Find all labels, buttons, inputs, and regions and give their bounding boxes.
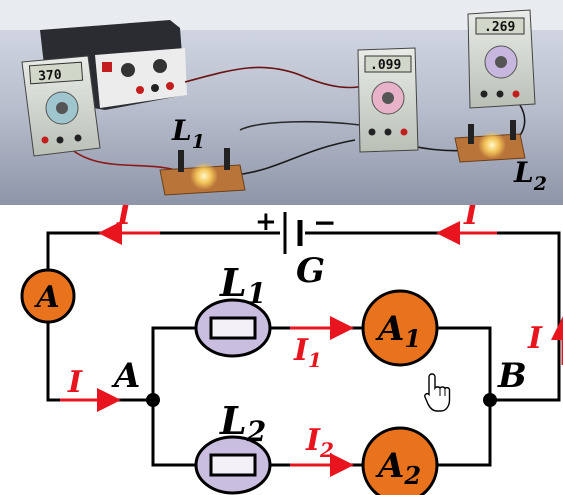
hand-pointer-cursor-icon	[424, 373, 451, 412]
main-current-arrows: I I I I	[60, 205, 563, 412]
svg-text:A1: A1	[375, 309, 421, 353]
battery-source: + − G	[255, 206, 336, 291]
experiment-photo: 370 .099 .269	[0, 0, 563, 205]
current-label-right: I	[527, 321, 543, 356]
current-label-I2: I2	[305, 423, 334, 462]
lamp-board-2	[454, 120, 526, 163]
meter-reading-left: 370	[38, 68, 63, 85]
current-label-top-right: I	[463, 205, 479, 232]
battery-plus-sign: +	[255, 207, 277, 237]
ammeter-A1: A1	[361, 289, 439, 367]
multimeter-left: 370	[21, 55, 101, 157]
source-label-G: G	[296, 251, 325, 291]
battery-minus-sign: −	[313, 206, 336, 239]
multimeter-right: .269	[467, 9, 536, 109]
photo-lamp-label-2: L2	[513, 156, 547, 195]
multimeter-middle: .099	[357, 47, 419, 153]
ammeter-A2: A2	[361, 426, 439, 495]
photo-lamp-label-1: L1	[171, 114, 205, 153]
node-label-B: B	[497, 356, 527, 396]
node-label-A: A	[111, 356, 140, 396]
junction-node-B	[483, 393, 497, 407]
junction-node-A	[146, 393, 160, 407]
lamp-board-1	[159, 148, 246, 196]
lamp-L2	[194, 435, 272, 495]
meter-reading-right: .269	[484, 20, 515, 35]
current-label-top-left: I	[116, 205, 132, 232]
lamp-L1	[194, 298, 272, 358]
current-label-left: I	[67, 365, 83, 400]
svg-text:A2: A2	[375, 446, 421, 490]
meter-reading-middle: .099	[370, 58, 401, 73]
lamp-label-L2: L2	[219, 398, 266, 448]
lamp-label-L1: L1	[219, 260, 266, 310]
main-ammeter: A	[20, 268, 76, 324]
current-label-I1: I1	[293, 333, 322, 372]
svg-text:A: A	[33, 280, 59, 315]
circuit-diagram: + − G I I I I A A B L1 I1 A1 L2	[20, 205, 563, 495]
